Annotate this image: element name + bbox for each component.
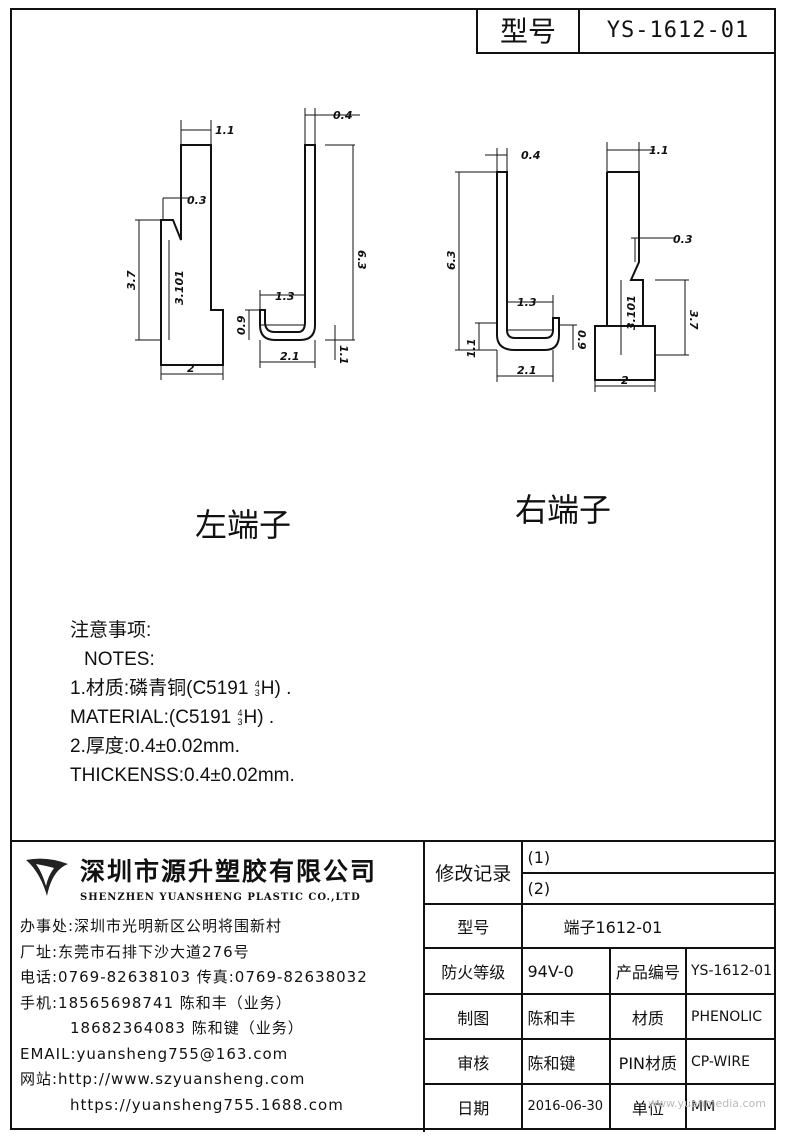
right-dim-6: 3.101 [625,295,638,330]
model-header: 型号 YS-1612-01 [476,8,776,54]
company-name-en: SHENZHEN YUANSHENG PLASTIC CO.,LTD [80,892,361,903]
unit-value: MM [685,1083,776,1128]
left-dim-9: 1.1 [337,345,350,365]
pin-material-label: PIN材质 [608,1038,688,1085]
company-block: 深圳市源升塑胶有限公司 SHENZHEN YUANSHENG PLASTIC C… [10,842,425,1132]
company-name: 深圳市源升塑胶有限公司 [80,857,378,886]
notes-title-en: NOTES: [84,649,155,670]
left-dim-6: 3.7 [125,270,138,290]
drawn-by-label: 制图 [425,993,524,1040]
left-dim-2: 0.4 [333,109,353,122]
note-material-cn-pre: 1.材质:磷青铜(C5191 [70,678,254,699]
phone-fax: 电话:0769-82638103 传真:0769-82638032 [20,968,368,986]
left-terminal-drawing: 1.1 0.4 0.3 6.3 1.3 3.7 3.101 0.9 1.1 2 … [125,108,368,380]
left-dim-1: 1.1 [215,124,235,137]
note-thickness-cn: 2.厚度:0.4±0.02mm. [70,736,240,757]
date-value: 2016-06-30 [521,1083,611,1128]
right-dim-8: 0.9 [575,330,588,350]
website-2: https://yuansheng755.1688.com [70,1095,344,1114]
right-dim-5: 1.3 [517,296,537,309]
left-dim-7: 3.101 [173,270,186,305]
right-dim-11: 2 [621,374,629,387]
fire-rating-label: 防火等级 [425,947,524,995]
left-dim-10: 2 [187,362,195,375]
right-dim-10: 2.1 [517,364,537,377]
spec-table: 修改记录 (1) (2) 型号 端子1612-01 防火等级 94V-0 产品编… [425,842,776,1128]
note-thickness-en: THICKENSS:0.4±0.02mm. [70,765,295,786]
drawing-frame [10,8,776,1130]
company-contact: 办事处:深圳市光明新区公明将围新村 厂址:东莞市石排下沙大道276号 电话:07… [20,914,368,1118]
notes-title-cn: 注意事项: [70,620,152,641]
company-logo-icon [26,858,68,896]
pin-material-value: CP-WIRE [685,1038,776,1085]
right-dim-7: 3.7 [687,310,700,330]
fraction-denominator: 3 [237,716,243,727]
note-material-en-pre: MATERIAL:(C5191 [70,707,237,728]
material-label: 材质 [608,993,688,1040]
right-dim-4: 6.3 [445,250,458,270]
mobile-2: 18682364083 陈和键（业务） [70,1019,304,1037]
right-dim-9: 1.1 [465,339,478,359]
right-terminal-drawing: 0.4 1.1 0.3 6.3 1.3 3.101 3.7 0.9 1.1 2.… [445,142,700,392]
left-dim-4: 6.3 [355,250,368,270]
model-value: YS-1612-01 [606,17,750,43]
material-value: PHENOLIC [685,993,776,1040]
spec-table-wrapper: 修改记录 (1) (2) 型号 端子1612-01 防火等级 94V-0 产品编… [425,842,776,1132]
fire-rating-value: 94V-0 [521,947,611,995]
fraction-numerator: 4 [254,678,260,689]
checked-by-label: 审核 [425,1038,524,1085]
right-dim-1: 0.4 [521,149,541,162]
watermark: www.yuanmedia.com [648,1097,766,1110]
left-terminal-caption: 左端子 [195,506,292,544]
note-material-cn-post: H) . [260,678,292,699]
left-dim-3: 0.3 [187,194,207,207]
title-block-area: 深圳市源升塑胶有限公司 SHENZHEN YUANSHENG PLASTIC C… [10,840,776,1132]
model-name-value: 端子1612-01 [521,903,776,949]
model-name-label: 型号 [425,903,524,949]
note-material-en-post: H) . [243,707,275,728]
right-terminal-caption: 右端子 [515,491,612,529]
unit-label: 单位 [608,1083,688,1128]
drawn-by-value: 陈和丰 [521,993,611,1040]
revision-label: 修改记录 [425,842,524,905]
factory-address: 厂址:东莞市石排下沙大道276号 [20,942,250,961]
model-label: 型号 [478,8,580,52]
fraction-denominator: 3 [254,687,260,698]
website-1: 网站:http://www.szyuansheng.com [20,1070,306,1088]
right-dim-2: 1.1 [649,144,669,157]
revision-1: (1) [521,842,776,874]
left-dim-5: 1.3 [275,290,295,303]
fraction-numerator: 4 [237,707,243,718]
left-dim-11: 2.1 [280,350,300,363]
product-no-label: 产品编号 [608,947,688,995]
product-no-value: YS-1612-01 [685,947,776,995]
mobile-1: 手机:18565698741 陈和丰（业务） [20,993,292,1012]
checked-by-value: 陈和键 [521,1038,611,1085]
date-label: 日期 [425,1083,524,1128]
right-dim-3: 0.3 [673,233,693,246]
email: EMAIL:yuansheng755@163.com [20,1044,289,1063]
revision-2: (2) [521,872,776,905]
office-address: 办事处:深圳市光明新区公明将围新村 [20,917,283,935]
left-dim-8: 0.9 [235,315,248,335]
